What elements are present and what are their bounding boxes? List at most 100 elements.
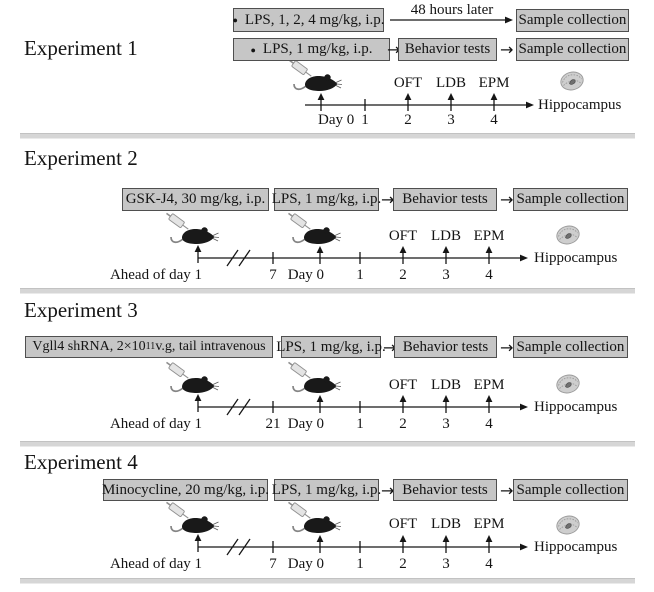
test-label-epm: EPM (473, 516, 505, 532)
mouse-syringe-icon (163, 498, 220, 534)
pre-tick-label: 7 (269, 267, 277, 283)
mouse-syringe-icon (286, 56, 343, 92)
treatment-box-gskj4: GSK-J4, 30 mg/kg, i.p. (122, 188, 269, 211)
day-tick-label: 4 (490, 112, 498, 128)
experiment-4-title: Experiment 4 (24, 450, 138, 474)
pre-tick-label: 21 (265, 416, 281, 432)
lps-box: LPS, 1 mg/kg, i.p. (271, 188, 382, 211)
sample-collection-box: Sample collection (516, 38, 629, 61)
test-label-oft: OFT (388, 516, 418, 532)
sample-collection-label: Sample collection (516, 338, 625, 355)
test-label-epm: EPM (473, 377, 505, 393)
arrow-right-icon: → (381, 481, 395, 500)
section-divider (20, 578, 635, 584)
bullet-icon: ● (250, 44, 256, 55)
brain-icon (554, 513, 582, 537)
day-tick-label: 3 (442, 267, 450, 283)
arrow-right-icon: → (381, 190, 395, 209)
arrow-right-icon: → (500, 481, 514, 500)
treatment-label: GSK-J4, 30 mg/kg, i.p. (125, 191, 266, 207)
pre-tick-label: 7 (269, 556, 277, 572)
arrow-right-icon: → (500, 190, 514, 209)
day0-label: Day 0 (287, 416, 324, 432)
arrow-right-icon: → (500, 40, 514, 59)
timeline-exp3-arrowheads (194, 394, 528, 411)
mouse-syringe-icon (163, 358, 220, 394)
lps-label: LPS, 1 mg/kg, i.p. (271, 191, 382, 207)
treatment-box-lps-doses: ● LPS, 1, 2, 4 mg/kg, i.p. (232, 8, 385, 32)
section-divider (20, 441, 635, 447)
day-tick-label: 3 (442, 416, 450, 432)
experiment-1-title: Experiment 1 (24, 36, 138, 60)
endpoint-label-hippocampus: Hippocampus (534, 250, 618, 266)
endpoint-label-hippocampus: Hippocampus (534, 539, 618, 555)
day-tick-label: 2 (404, 112, 412, 128)
day-tick-label: 4 (485, 267, 493, 283)
section-divider (20, 133, 635, 139)
mouse-syringe-icon (285, 498, 342, 534)
arrow-right-icon: → (387, 40, 401, 59)
sample-collection-box: Sample collection (513, 336, 628, 358)
day-tick-label: 2 (399, 556, 407, 572)
lps-label: LPS, 1 mg/kg, i.p. (271, 481, 382, 498)
test-label-ldb: LDB (431, 516, 461, 532)
sample-collection-box: Sample collection (513, 479, 628, 501)
sample-collection-label: Sample collection (516, 191, 625, 207)
timeline-exp1-lines (305, 19, 527, 111)
test-label-ldb: LDB (436, 75, 466, 91)
timeline-exp2-arrowheads (194, 245, 528, 262)
test-label-ldb: LDB (431, 377, 461, 393)
behavior-tests-box: Behavior tests (394, 336, 497, 358)
timeline-exp3-lines (197, 398, 521, 416)
treatment-label: Minocycline, 20 mg/kg, i.p. (101, 481, 270, 498)
behavior-tests-label: Behavior tests (404, 41, 491, 57)
day-tick-label: 1 (356, 416, 364, 432)
lps-label: LPS, 1 mg/kg, i.p. (276, 338, 386, 355)
timeline-exp4-lines (197, 538, 521, 556)
day0-label: Day 0 (287, 556, 324, 572)
treatment-box-minocycline: Minocycline, 20 mg/kg, i.p. (101, 479, 270, 501)
mouse-syringe-icon (163, 209, 220, 245)
day-tick-label: 4 (485, 416, 493, 432)
brain-icon (554, 223, 582, 247)
treatment-label-post: v.g, tail intravenous (155, 339, 266, 354)
timeline-exp2-lines (197, 249, 521, 267)
day-tick-label: 2 (399, 267, 407, 283)
day0-label: Day 0 (318, 112, 355, 128)
ahead-label: Ahead of day 1 (109, 416, 202, 432)
arrow-right-icon: → (383, 338, 397, 357)
test-label-oft: OFT (388, 228, 418, 244)
treatment-label: LPS, 1, 2, 4 mg/kg, i.p. (244, 11, 385, 28)
lps-box: LPS, 1 mg/kg, i.p. (276, 336, 386, 358)
test-label-epm: EPM (478, 75, 510, 91)
experiment-2-title: Experiment 2 (24, 146, 138, 170)
arrow-right-icon: → (500, 338, 514, 357)
day-tick-label: 3 (447, 112, 455, 128)
sample-collection-box: Sample collection (513, 188, 628, 211)
timeline-exp4-arrowheads (194, 534, 528, 551)
experiment-3-title: Experiment 3 (24, 298, 138, 322)
ahead-label: Ahead of day 1 (109, 267, 202, 283)
sample-collection-label: Sample collection (516, 481, 625, 498)
day-tick-label: 4 (485, 556, 493, 572)
day-tick-label: 3 (442, 556, 450, 572)
treatment-box-lps: ● LPS, 1 mg/kg, i.p. (233, 38, 390, 61)
brain-icon (558, 69, 586, 93)
behavior-tests-label: Behavior tests (402, 191, 488, 207)
sample-collection-box: Sample collection (516, 9, 629, 32)
ahead-label: Ahead of day 1 (109, 556, 202, 572)
treatment-label: LPS, 1 mg/kg, i.p. (262, 41, 373, 57)
test-label-ldb: LDB (431, 228, 461, 244)
test-label-oft: OFT (388, 377, 418, 393)
behavior-tests-box: Behavior tests (393, 188, 497, 211)
endpoint-label-hippocampus: Hippocampus (534, 399, 618, 415)
behavior-tests-label: Behavior tests (402, 338, 489, 355)
brain-icon (554, 372, 582, 396)
behavior-tests-label: Behavior tests (402, 481, 488, 498)
mouse-syringe-icon (285, 209, 342, 245)
sample-collection-label: Sample collection (518, 41, 627, 57)
day-tick-label: 1 (356, 556, 364, 572)
mouse-syringe-icon (285, 358, 342, 394)
